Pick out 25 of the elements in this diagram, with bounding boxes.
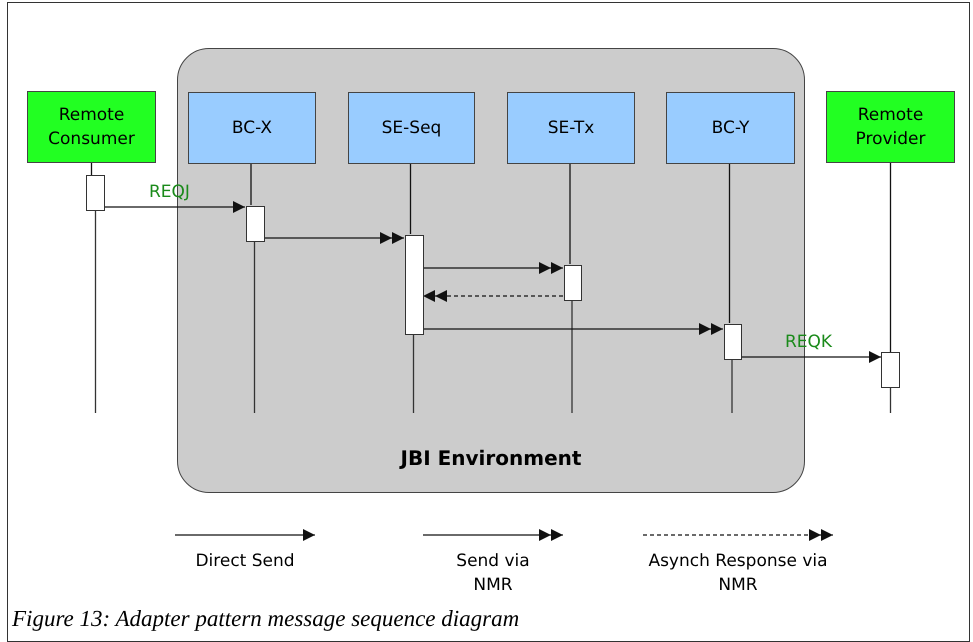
message-arrow	[105, 201, 245, 213]
panel-title: JBI Environment	[400, 446, 582, 470]
lifeline	[90, 163, 92, 175]
participant-box: Remote Consumer	[27, 91, 156, 163]
activation-bar	[405, 235, 424, 335]
lifeline	[728, 163, 730, 323]
participant-box: BC-Y	[666, 92, 795, 164]
lifeline	[569, 163, 571, 264]
legend-text: Direct Send	[195, 550, 295, 573]
activation-bar	[86, 175, 105, 211]
message-arrow	[741, 351, 881, 363]
activation-bar	[881, 352, 900, 388]
activation-bar	[724, 324, 742, 360]
participant-box: Remote Provider	[826, 91, 955, 163]
activation-bar	[564, 265, 582, 301]
lifeline	[250, 163, 252, 205]
lifeline	[410, 163, 412, 234]
figure-caption: Figure 13: Adapter pattern message sequence diagram	[12, 606, 520, 632]
participant-box: BC-X	[188, 92, 316, 164]
activation-bar	[246, 206, 265, 242]
legend-text: Send via NMR	[455, 550, 531, 597]
participant-box: SE-Tx	[507, 92, 635, 164]
participant-box: SE-Seq	[348, 92, 475, 164]
lifeline	[890, 163, 892, 352]
legend-text: Asynch Response via NMR	[647, 550, 829, 597]
